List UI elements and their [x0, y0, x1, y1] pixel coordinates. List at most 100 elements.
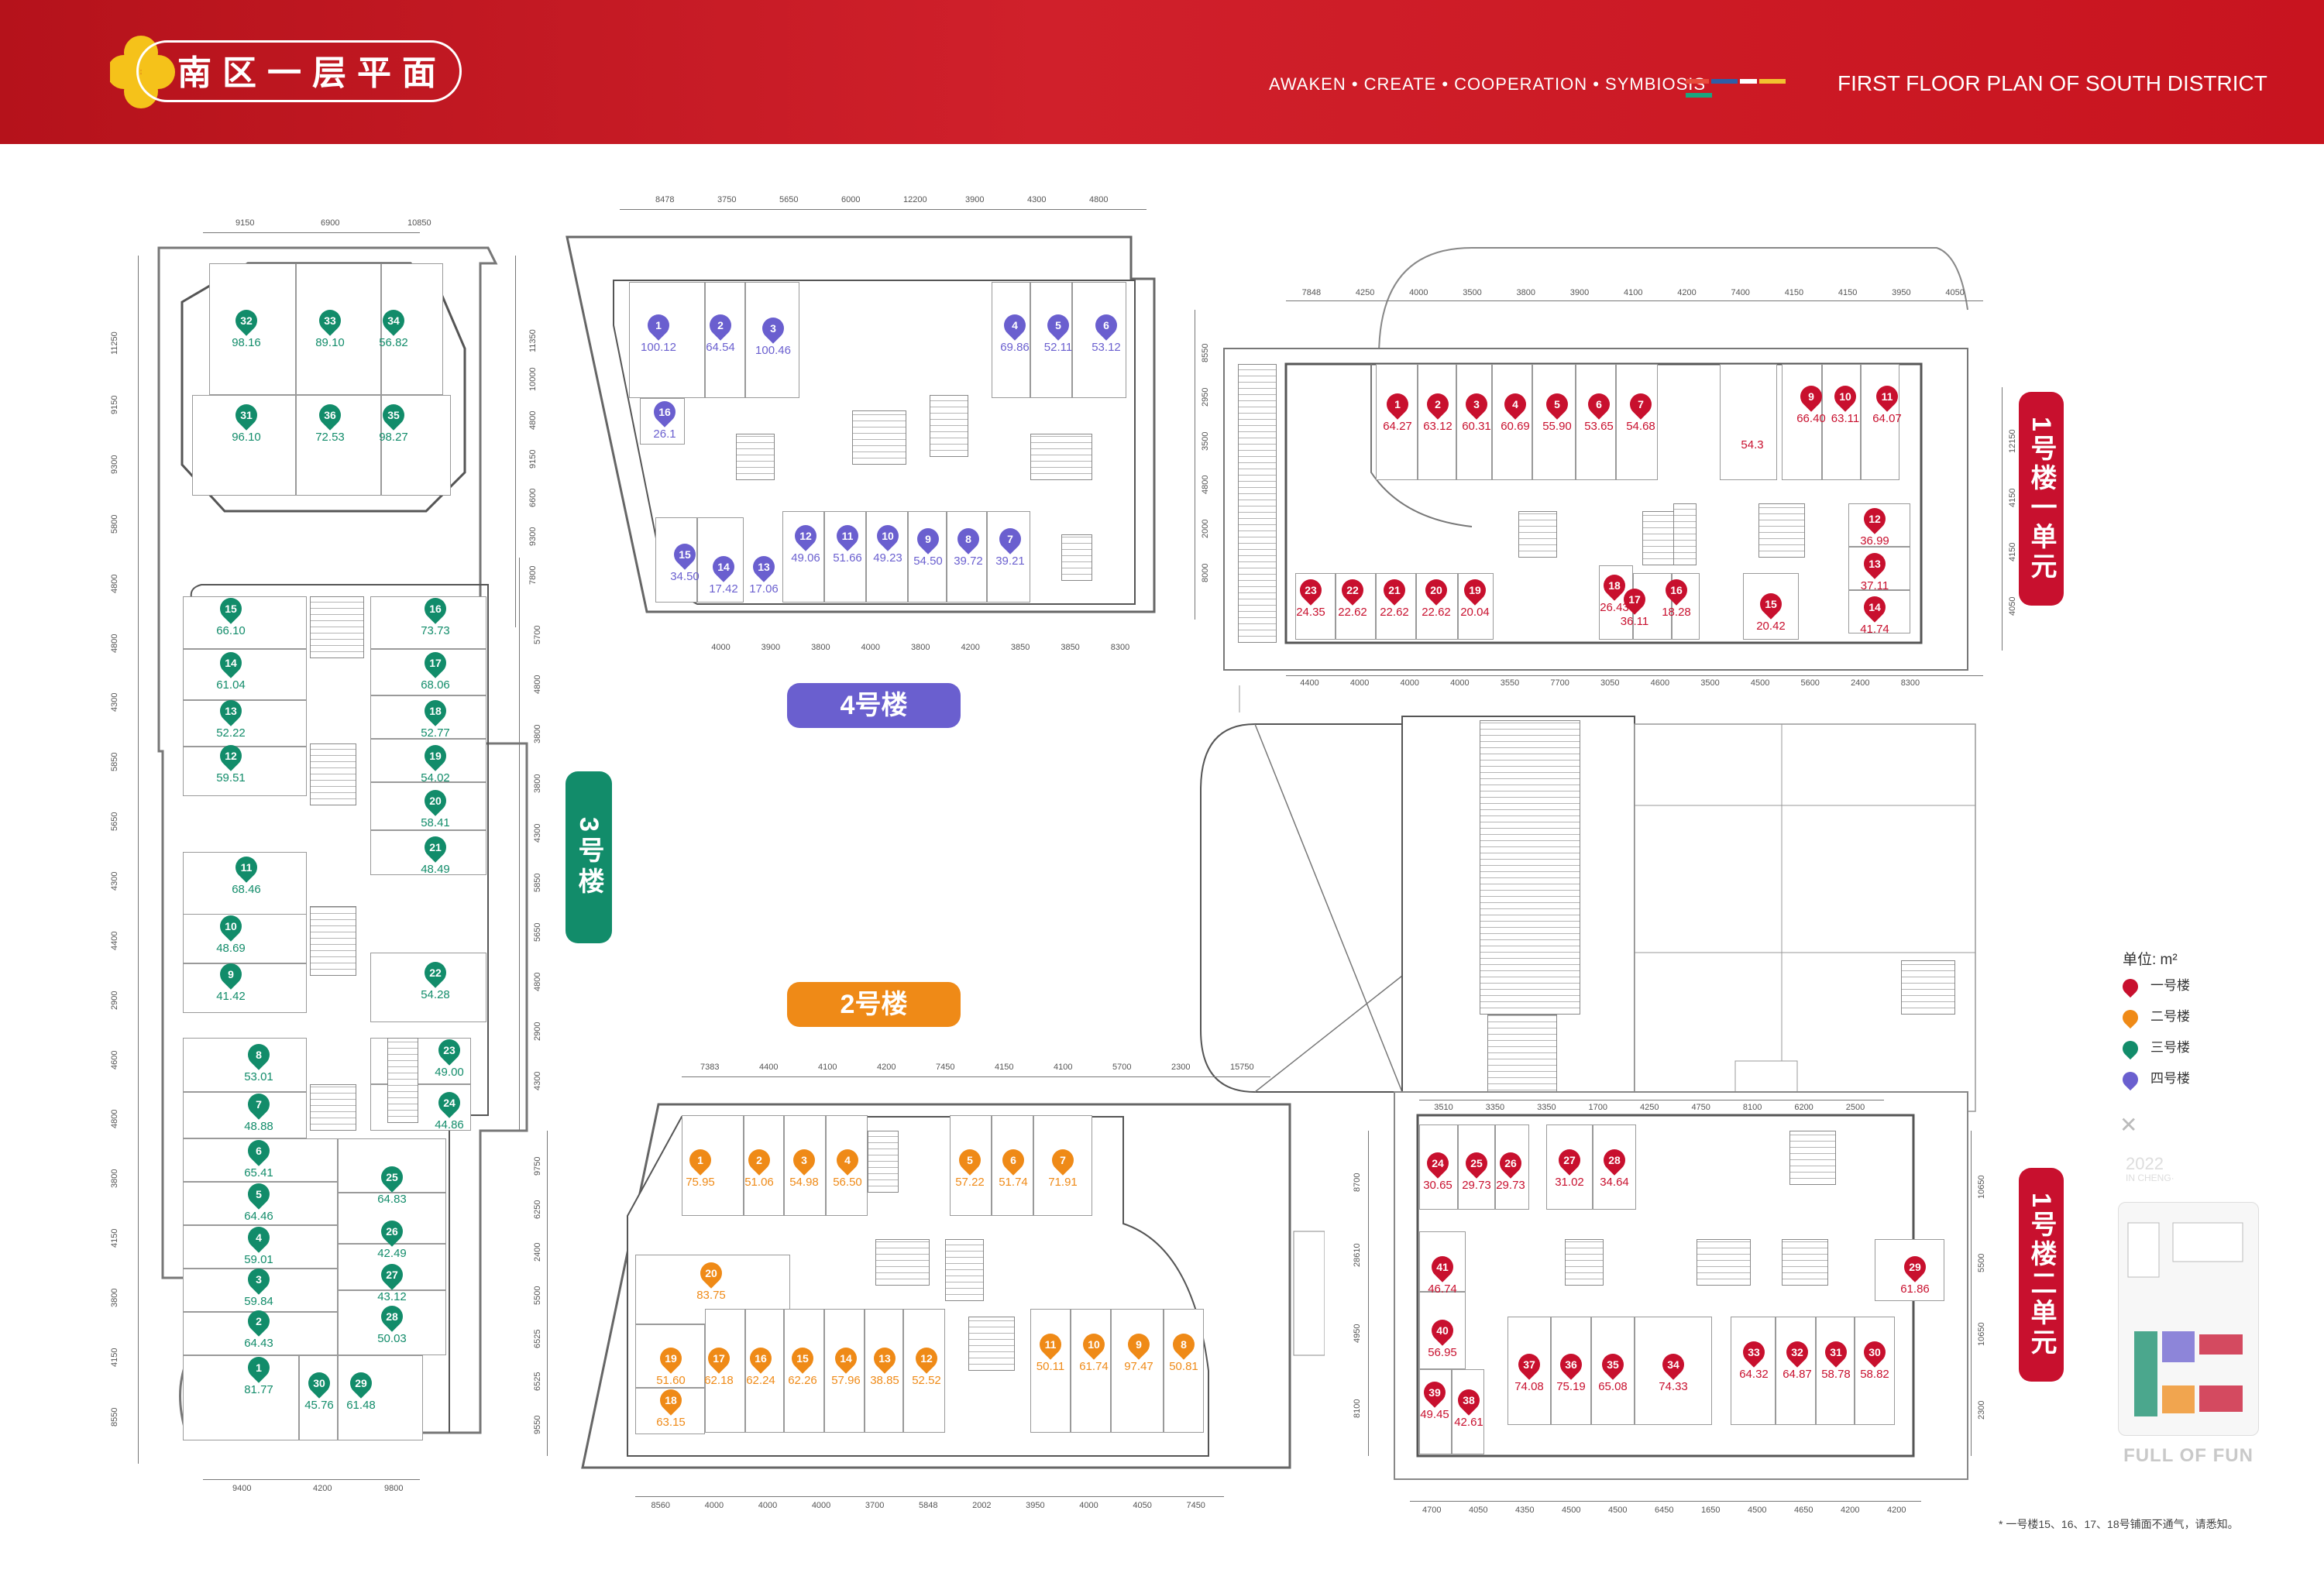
unit-marker-icon[interactable]: 6: [1583, 389, 1614, 420]
unit-marker-icon[interactable]: 23: [1295, 575, 1326, 606]
unit-marker-icon[interactable]: 14: [708, 551, 739, 582]
unit-marker-icon[interactable]: 22: [420, 957, 451, 988]
unit-marker-icon[interactable]: 9: [913, 524, 944, 555]
unit-marker-icon[interactable]: 6: [243, 1135, 274, 1166]
unit-marker-icon[interactable]: 31: [231, 400, 262, 431]
unit-marker-icon[interactable]: 6: [998, 1145, 1029, 1176]
unit-marker-icon[interactable]: 14: [830, 1343, 861, 1374]
unit-marker-icon[interactable]: 20: [420, 785, 451, 816]
unit-marker-icon[interactable]: 7: [1625, 389, 1656, 420]
unit-marker-icon[interactable]: 9: [215, 959, 246, 990]
unit-marker-icon[interactable]: 6: [1091, 310, 1122, 341]
unit-marker-icon[interactable]: 12: [790, 520, 821, 551]
unit-marker-icon[interactable]: 32: [1782, 1337, 1813, 1368]
unit-marker-icon[interactable]: 30: [304, 1368, 335, 1399]
unit-marker-icon[interactable]: 16: [745, 1343, 776, 1374]
unit-marker-icon[interactable]: 2: [705, 310, 736, 341]
unit-marker-icon[interactable]: 1: [1382, 389, 1413, 420]
unit-marker-icon[interactable]: 26: [1495, 1148, 1526, 1179]
unit-marker-icon[interactable]: 10: [1830, 381, 1861, 412]
unit-marker-icon[interactable]: 16: [1661, 575, 1692, 606]
unit-marker-icon[interactable]: 4: [1500, 389, 1531, 420]
unit-marker-icon[interactable]: 15: [215, 593, 246, 624]
unit-marker-icon[interactable]: 4: [999, 310, 1030, 341]
unit-marker-icon[interactable]: 2: [744, 1145, 775, 1176]
unit-marker-icon[interactable]: 3: [789, 1145, 820, 1176]
unit-marker-icon[interactable]: 37: [1514, 1349, 1545, 1380]
unit-marker-icon[interactable]: 1: [643, 310, 674, 341]
unit-marker-icon[interactable]: 25: [376, 1162, 407, 1193]
unit-marker-icon[interactable]: 11: [1872, 381, 1903, 412]
unit-marker-icon[interactable]: 13: [1859, 548, 1890, 579]
unit-marker-icon[interactable]: 18: [420, 695, 451, 726]
unit-marker-icon[interactable]: 8: [243, 1039, 274, 1070]
unit-marker-icon[interactable]: 5: [1542, 389, 1573, 420]
unit-marker-icon[interactable]: 15: [787, 1343, 818, 1374]
unit-marker-icon[interactable]: 19: [655, 1343, 686, 1374]
unit-marker-icon[interactable]: 30: [1859, 1337, 1890, 1368]
unit-marker-icon[interactable]: 10: [215, 911, 246, 942]
unit-marker-icon[interactable]: 5: [954, 1145, 985, 1176]
unit-marker-icon[interactable]: 14: [1859, 592, 1890, 623]
unit-marker-icon[interactable]: 7: [1047, 1145, 1078, 1176]
unit-marker-icon[interactable]: 21: [1379, 575, 1410, 606]
unit-marker-icon[interactable]: 33: [1738, 1337, 1769, 1368]
unit-marker-icon[interactable]: 12: [1859, 503, 1890, 534]
unit-marker-icon[interactable]: 28: [1599, 1145, 1630, 1176]
unit-marker-icon[interactable]: 13: [215, 695, 246, 726]
unit-marker-icon[interactable]: 8: [1168, 1329, 1199, 1360]
unit-marker-icon[interactable]: 10: [1078, 1329, 1109, 1360]
unit-marker-icon[interactable]: 40: [1427, 1315, 1458, 1346]
unit-marker-icon[interactable]: 23: [434, 1035, 465, 1066]
unit-marker-icon[interactable]: 28: [376, 1301, 407, 1332]
unit-marker-icon[interactable]: 34: [378, 305, 409, 336]
unit-marker-icon[interactable]: 5: [243, 1179, 274, 1210]
unit-marker-icon[interactable]: 33: [315, 305, 346, 336]
unit-marker-icon[interactable]: 38: [1453, 1385, 1484, 1416]
unit-marker-icon[interactable]: 11: [231, 852, 262, 883]
unit-marker-icon[interactable]: 41: [1427, 1252, 1458, 1282]
unit-marker-icon[interactable]: 17: [420, 647, 451, 678]
unit-marker-icon[interactable]: 12: [215, 740, 246, 771]
unit-marker-icon[interactable]: 36: [315, 400, 346, 431]
unit-marker-icon[interactable]: 21: [420, 832, 451, 863]
unit-marker-icon[interactable]: 32: [231, 305, 262, 336]
unit-marker-icon[interactable]: 27: [376, 1259, 407, 1290]
unit-marker-icon[interactable]: 20: [1421, 575, 1452, 606]
unit-marker-icon[interactable]: 25: [1461, 1148, 1492, 1179]
unit-marker-icon[interactable]: 3: [243, 1264, 274, 1295]
unit-marker-icon[interactable]: 20: [696, 1258, 727, 1289]
unit-marker-icon[interactable]: 15: [1755, 589, 1786, 620]
unit-marker-icon[interactable]: 3: [758, 313, 789, 344]
unit-marker-icon[interactable]: 14: [215, 647, 246, 678]
unit-marker-icon[interactable]: 2: [243, 1306, 274, 1337]
unit-marker-icon[interactable]: 12: [911, 1343, 942, 1374]
unit-marker-icon[interactable]: 24: [1422, 1148, 1453, 1179]
unit-marker-icon[interactable]: 35: [378, 400, 409, 431]
unit-marker-icon[interactable]: 19: [420, 740, 451, 771]
unit-marker-icon[interactable]: 18: [655, 1385, 686, 1416]
unit-marker-icon[interactable]: 9: [1123, 1329, 1154, 1360]
unit-marker-icon[interactable]: 29: [1899, 1252, 1930, 1282]
unit-marker-icon[interactable]: 31: [1820, 1337, 1851, 1368]
unit-marker-icon[interactable]: 3: [1461, 389, 1492, 420]
unit-marker-icon[interactable]: 22: [1337, 575, 1368, 606]
unit-marker-icon[interactable]: 26: [376, 1216, 407, 1247]
unit-marker-icon[interactable]: 8: [953, 524, 984, 555]
unit-marker-icon[interactable]: 19: [1459, 575, 1490, 606]
unit-marker-icon[interactable]: 34: [1658, 1349, 1689, 1380]
unit-marker-icon[interactable]: 5: [1043, 310, 1074, 341]
unit-marker-icon[interactable]: 35: [1597, 1349, 1628, 1380]
unit-marker-icon[interactable]: 2: [1422, 389, 1453, 420]
unit-marker-icon[interactable]: 1: [685, 1145, 716, 1176]
unit-marker-icon[interactable]: 27: [1554, 1145, 1585, 1176]
unit-marker-icon[interactable]: 7: [243, 1089, 274, 1120]
unit-marker-icon[interactable]: 15: [669, 539, 700, 570]
unit-marker-icon[interactable]: 16: [420, 593, 451, 624]
unit-marker-icon[interactable]: 4: [832, 1145, 863, 1176]
unit-marker-icon[interactable]: 16: [649, 397, 680, 427]
unit-marker-icon[interactable]: 39: [1419, 1377, 1450, 1408]
unit-marker-icon[interactable]: 17: [703, 1343, 734, 1374]
unit-marker-icon[interactable]: 24: [434, 1087, 465, 1118]
unit-marker-icon[interactable]: 7: [995, 524, 1026, 555]
